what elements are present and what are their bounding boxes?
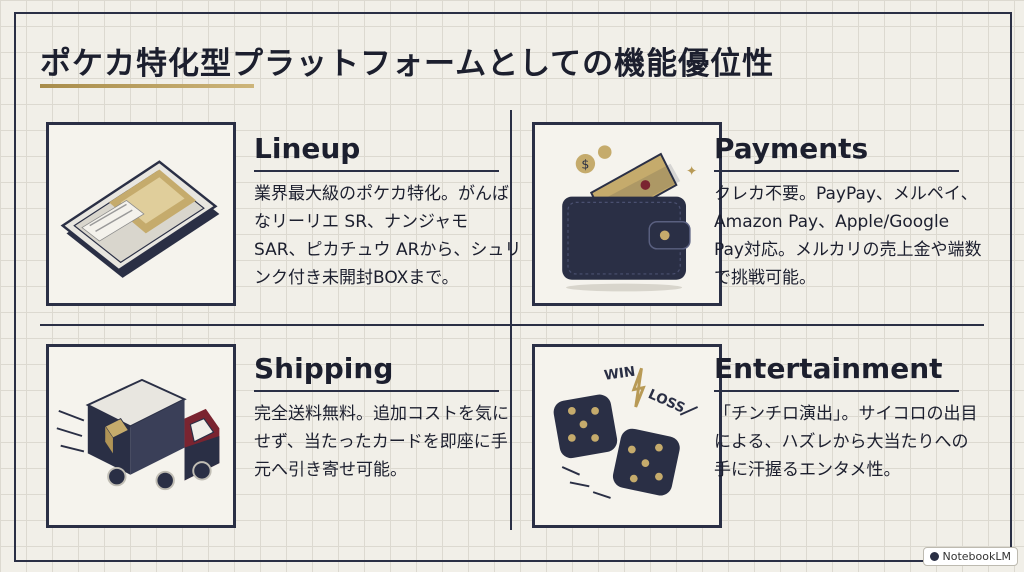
wallet-icon: $ ✦ <box>562 145 697 292</box>
vertical-divider <box>510 110 512 530</box>
win-label: WIN <box>603 364 636 384</box>
loss-label: LOSS <box>646 386 688 416</box>
svg-text:$: $ <box>581 157 589 172</box>
heading-entertainment: Entertainment <box>714 352 943 385</box>
heading-lineup: Lineup <box>254 132 361 165</box>
title-underline <box>40 84 254 88</box>
notebooklm-logo-icon <box>929 552 939 561</box>
shipping-illustration <box>46 344 236 528</box>
description-shipping: 完全送料無料。追加コストを気にせず、当たったカードを即座に手元へ引き寄せ可能。 <box>254 404 509 480</box>
dice-icon: WIN LOSS <box>553 364 699 499</box>
payments-illustration: $ ✦ <box>532 122 722 306</box>
heading-shipping: Shipping <box>254 352 394 385</box>
description-entertainment: 「チンチロ演出」。サイコロの出目による、ハズレから大当たりへの手に汗握るエンタメ… <box>714 404 978 480</box>
description-lineup: 業界最大級のポケカ特化。がんばなリーリエ SR、ナンジャモ SAR、ピカチュウ … <box>254 184 522 288</box>
heading-underline <box>254 170 499 172</box>
entertainment-illustration: WIN LOSS <box>532 344 722 528</box>
heading-underline <box>714 170 959 172</box>
heading-underline <box>254 390 499 392</box>
svg-text:✦: ✦ <box>686 163 697 179</box>
horizontal-divider <box>40 324 984 326</box>
heading-underline <box>714 390 959 392</box>
page-title: ポケカ特化型プラットフォームとしての機能優位性 <box>40 46 775 82</box>
description-payments: クレカ不要。PayPay、メルペイ、Amazon Pay、Apple/Googl… <box>714 184 982 288</box>
lineup-illustration <box>46 122 236 306</box>
heading-payments: Payments <box>714 132 869 165</box>
delivery-truck-icon <box>56 378 220 491</box>
badge-label: NotebookLM <box>942 550 1011 563</box>
notebooklm-badge: NotebookLM <box>922 547 1018 566</box>
outer-frame <box>14 12 1012 562</box>
trading-card-icon <box>60 160 220 278</box>
